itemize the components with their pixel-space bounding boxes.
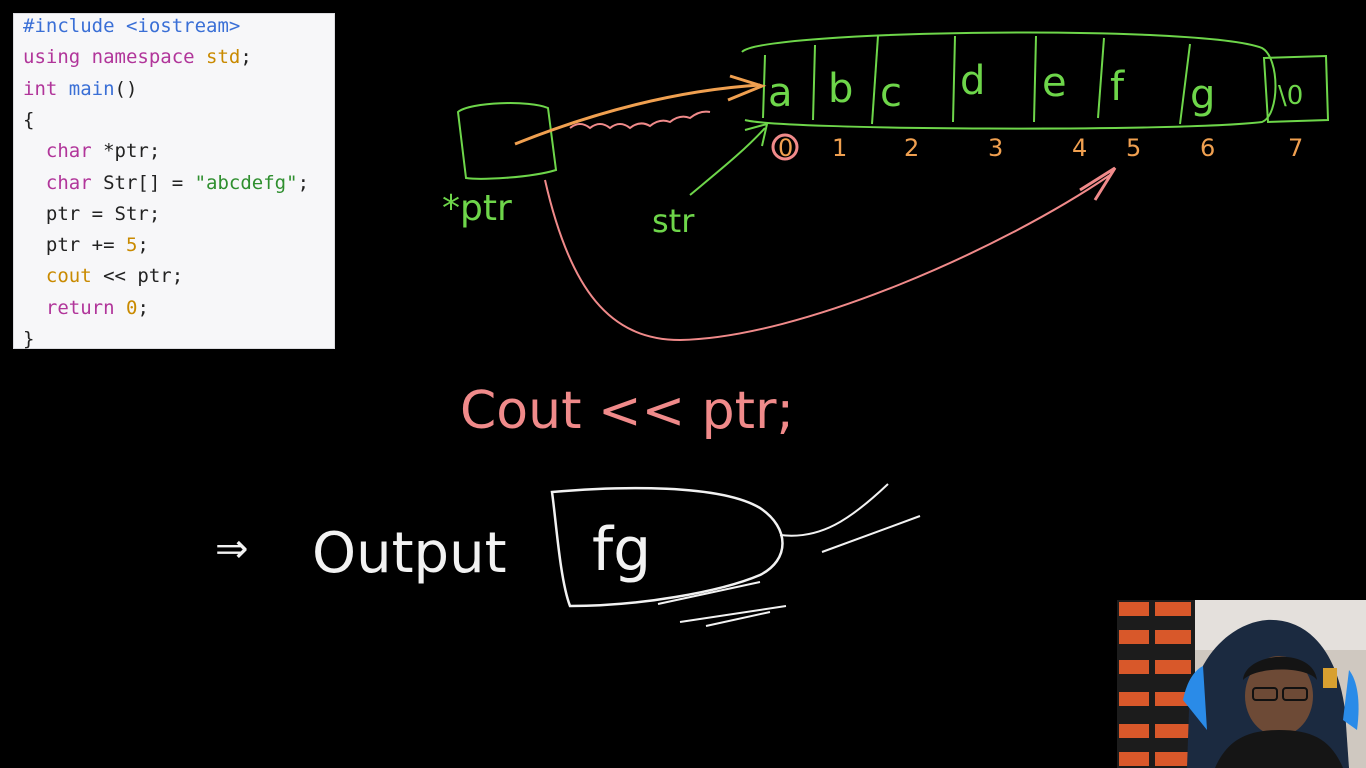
code-token: main (68, 77, 115, 100)
array-char: a (768, 70, 793, 116)
code-token: "abcdefg" (194, 171, 298, 194)
code-line: cout << ptr; (23, 265, 183, 287)
code-line: char Str[] = "abcdefg"; (23, 172, 309, 194)
array-index: 4 (1072, 134, 1087, 162)
array-index: 3 (988, 134, 1003, 162)
presenter-webcam (1117, 600, 1366, 768)
code-token: ptr = Str; (23, 202, 161, 225)
output-underline-strokes (657, 581, 787, 627)
null-cell-box (1262, 54, 1330, 124)
array-index: 5 (1126, 134, 1141, 162)
array-indices: 0 1 2 3 4 5 6 7 (778, 134, 1303, 162)
code-token: *ptr; (91, 140, 161, 163)
code-line: ptr += 5; (23, 234, 149, 256)
cout-text: Cout << ptr; (460, 381, 794, 441)
array-char: \0 (1278, 81, 1303, 111)
code-token: ; (137, 234, 149, 257)
array-index: 2 (904, 134, 919, 162)
ptr-to-a-arrow (514, 83, 761, 146)
array-index: 6 (1200, 134, 1215, 162)
code-token: namespace (91, 46, 207, 69)
code-token: 0 (125, 296, 138, 319)
code-token: return (45, 296, 115, 319)
array-char: g (1190, 72, 1215, 118)
code-token: { (23, 108, 35, 131)
output-arrow-icon: ⇒ (215, 526, 249, 572)
code-token: using (23, 46, 92, 69)
array-char: e (1042, 60, 1067, 106)
array-char: f (1110, 64, 1125, 110)
presenter-video-icon (1117, 600, 1366, 768)
code-token: #include <iostream> (23, 15, 241, 37)
code-line: return 0; (23, 297, 149, 319)
ptr-move-curve (544, 174, 1111, 342)
code-token: << ptr; (91, 265, 184, 288)
code-token: cout (45, 265, 92, 288)
code-token: () (114, 77, 138, 100)
code-line: } (23, 328, 34, 350)
array-outline (741, 31, 1277, 130)
code-token: ; (240, 46, 252, 69)
str-arrow (689, 127, 766, 196)
output-box (550, 486, 784, 608)
str-label: str (652, 202, 695, 240)
code-token: std (206, 46, 241, 69)
ptr-move-arrowhead (1079, 166, 1117, 201)
code-token: char (45, 140, 92, 163)
code-token: ptr += (23, 234, 126, 257)
array-char: b (828, 66, 853, 112)
code-token: char (45, 171, 92, 194)
code-line: #include <iostream> (23, 15, 240, 37)
str-arrowhead (744, 122, 769, 147)
array-index: 7 (1288, 134, 1303, 162)
code-line: ptr = Str; (23, 203, 160, 225)
code-token: 5 (125, 234, 138, 257)
index-zero-circle (771, 133, 799, 161)
array-char: d (960, 58, 985, 104)
code-line: using namespace std; (23, 46, 252, 68)
code-line: { (23, 109, 34, 131)
output-emphasis-lines (779, 483, 921, 553)
arrowhead-a (727, 74, 767, 102)
code-token: ; (137, 296, 149, 319)
array-index: 1 (832, 134, 847, 162)
output-label: Output (312, 521, 507, 586)
ptr-label: *ptr (442, 188, 512, 229)
code-line: int main() (23, 78, 137, 100)
code-panel: #include <iostream> using namespace std; i… (13, 13, 335, 350)
array-index: 0 (778, 134, 793, 162)
array-char: c (880, 70, 902, 116)
code-line: char *ptr; (23, 140, 160, 162)
scribble-arrow-shaft (569, 110, 711, 130)
code-token: Str[] = (91, 171, 195, 194)
code-token: ; (297, 171, 310, 194)
output-value: fg (592, 515, 651, 585)
code-token: } (23, 328, 35, 350)
code-token: int (23, 77, 69, 100)
ptr-box (456, 102, 558, 180)
